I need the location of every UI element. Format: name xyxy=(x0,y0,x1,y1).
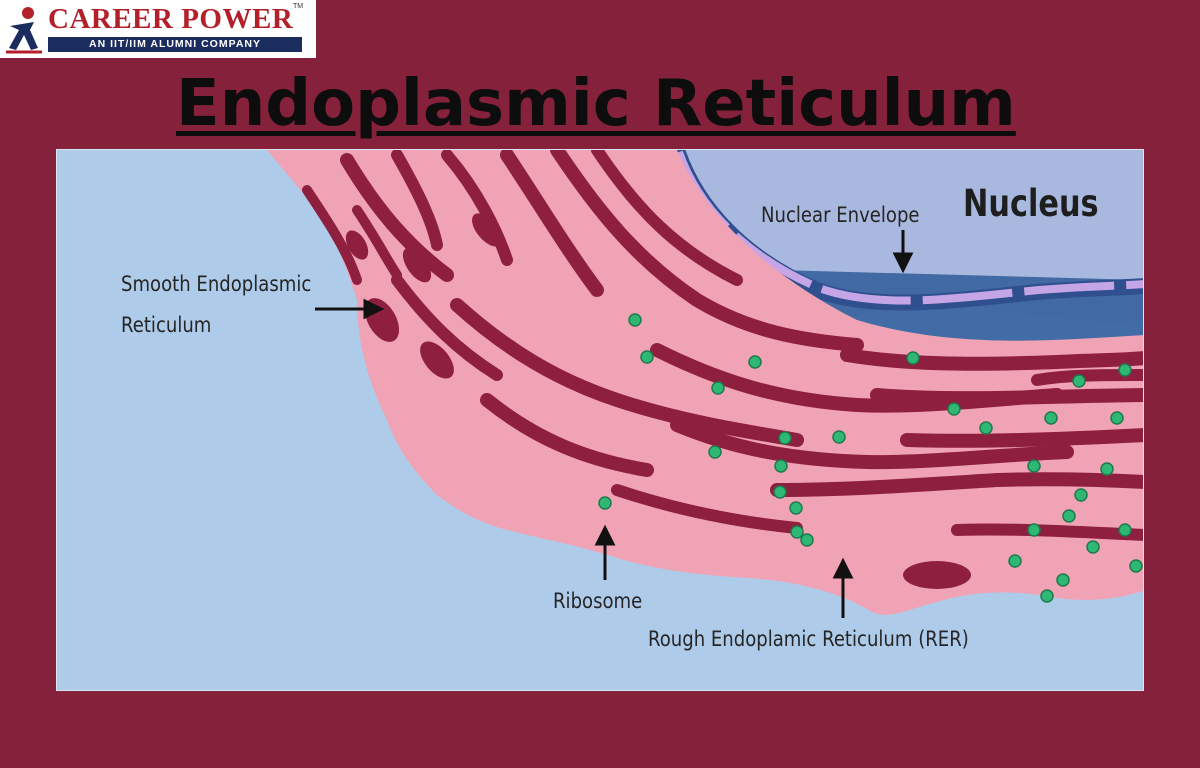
rer-arrow-head xyxy=(832,557,854,579)
label-nuclear-envelope: Nuclear Envelope xyxy=(761,203,920,227)
logo-brand: CAREER POWER xyxy=(48,3,294,35)
logo-trademark: TM xyxy=(293,3,304,10)
page-title: Endoplasmic Reticulum xyxy=(176,67,1016,141)
er-illustration xyxy=(267,150,1143,618)
nuclear-envelope-arrow-head xyxy=(892,252,914,274)
label-arrows xyxy=(315,230,914,618)
ribosomes xyxy=(598,313,1143,603)
er-diagram: Nucleus Nuclear Envelope Smooth Endoplas… xyxy=(56,149,1144,691)
ribosome-arrow-head xyxy=(594,524,616,546)
label-rough-er: Rough Endoplamic Reticulum (RER) xyxy=(648,627,969,651)
er-cisternae xyxy=(302,150,1143,541)
runner-icon xyxy=(6,7,42,54)
rer-pocket xyxy=(903,561,971,589)
label-ribosome: Ribosome xyxy=(553,589,643,613)
logo-tagline: AN IIT/IIM ALUMNI COMPANY xyxy=(48,37,302,52)
er-body xyxy=(267,150,1143,615)
smooth-er-arrow-head xyxy=(363,298,385,320)
label-smooth-er-line1: Smooth Endoplasmic xyxy=(121,272,312,296)
label-nucleus: Nucleus xyxy=(963,182,1099,225)
label-smooth-er-line2: Reticulum xyxy=(121,313,212,337)
career-power-logo: CAREER POWER TM AN IIT/IIM ALUMNI COMPAN… xyxy=(0,0,316,58)
